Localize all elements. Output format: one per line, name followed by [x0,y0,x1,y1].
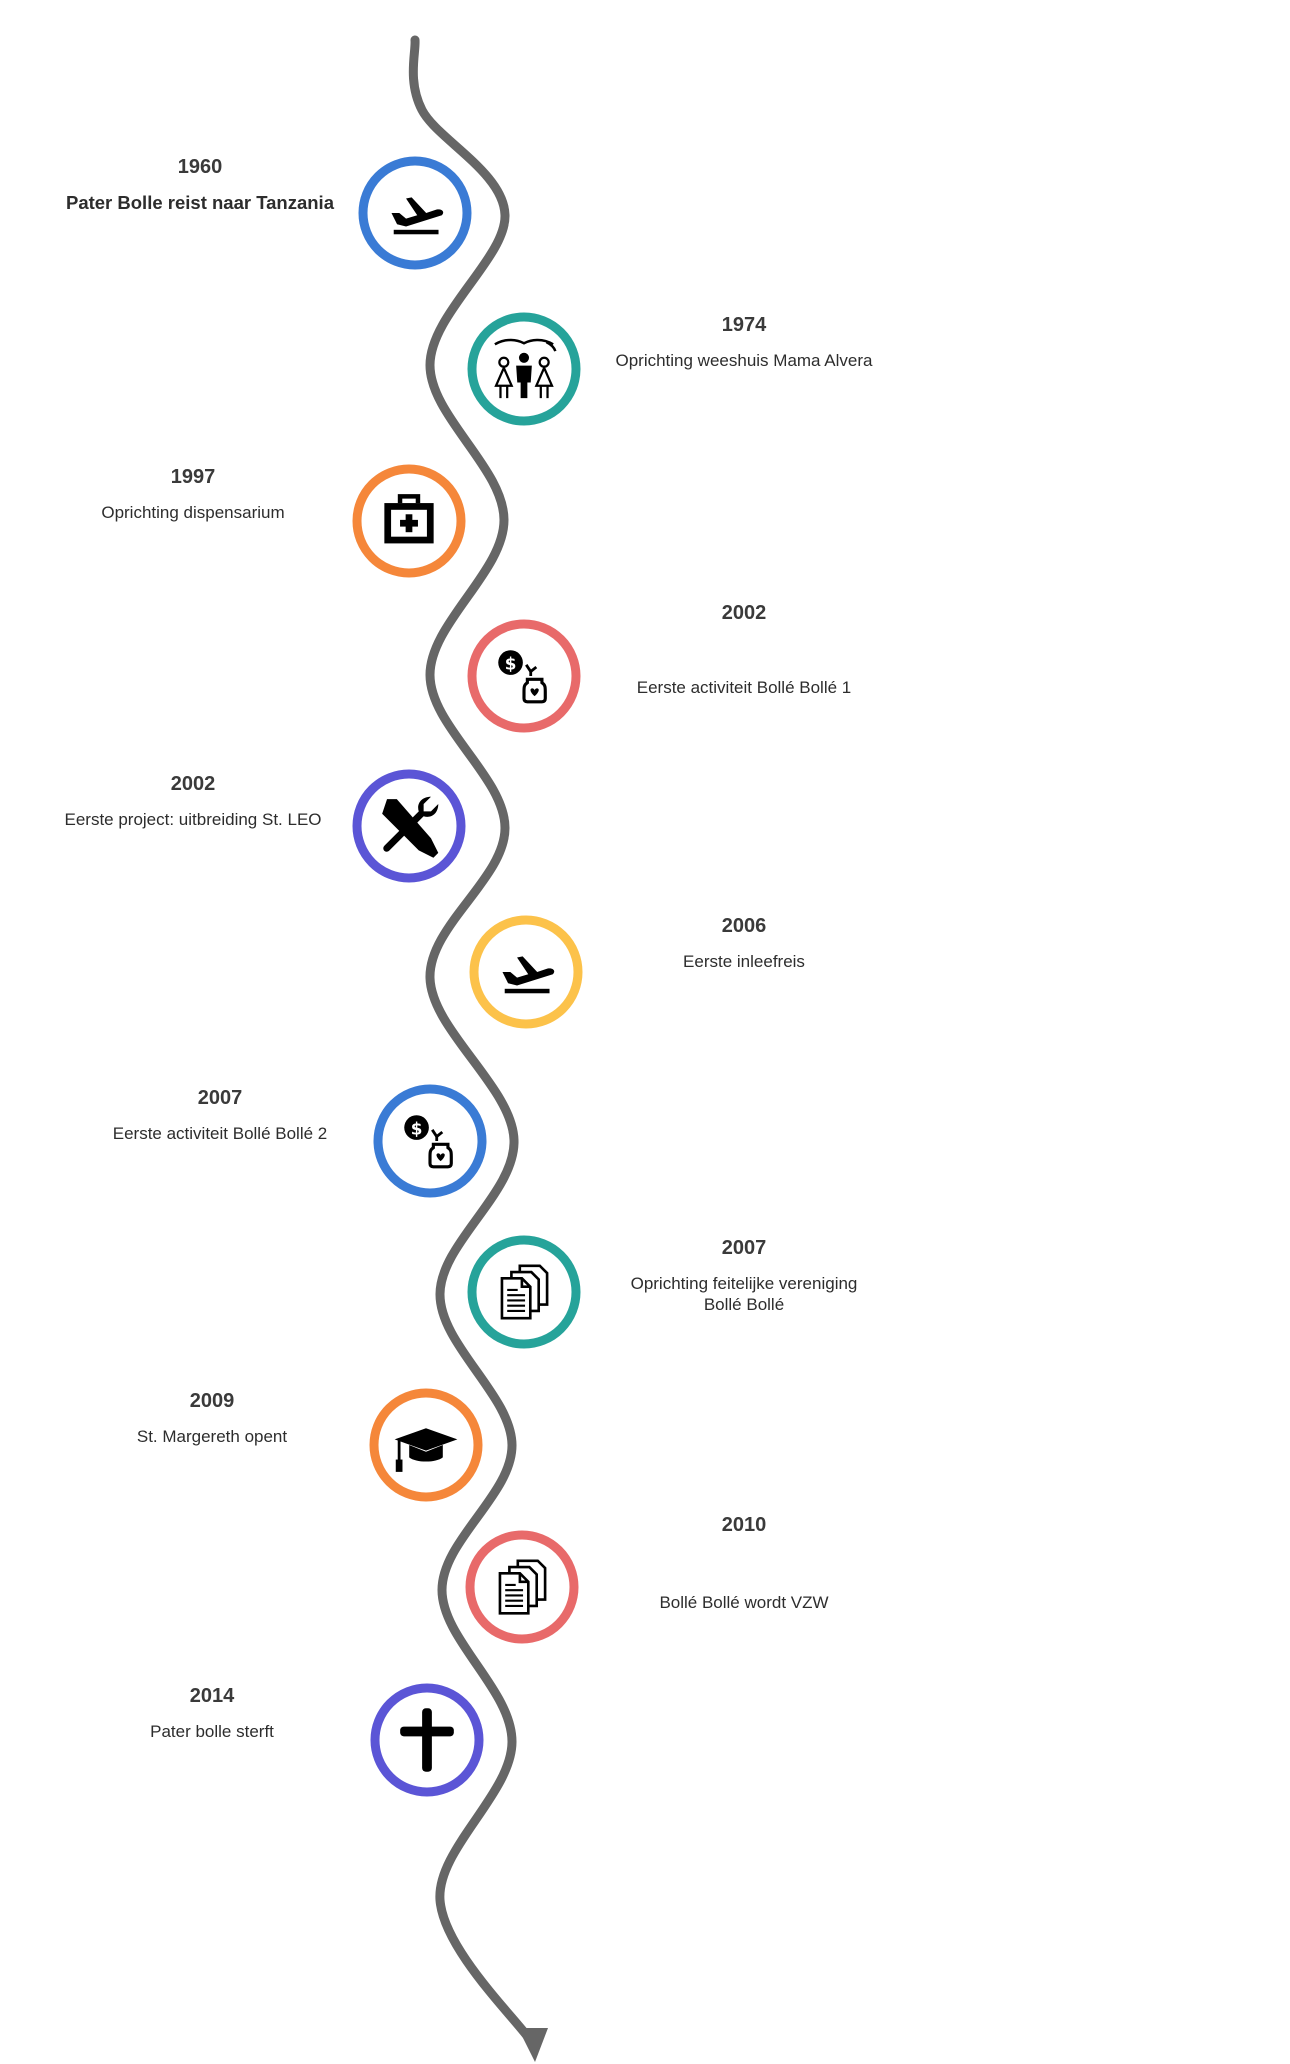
timeline-line [408,35,539,2050]
airplane-icon [391,197,444,235]
event-label: Oprichting dispensarium [101,503,285,522]
event-label: Pater bolle sterft [150,1722,274,1741]
event-label: Oprichting weeshuis Mama Alvera [615,351,873,370]
event-year: 2007 [721,1237,767,1259]
timeline-node [352,464,466,578]
svg-text:$: $ [411,1118,423,1138]
timeline-node [370,1683,484,1797]
event-label: Eerste inleefreis [683,952,805,971]
airplane-icon [502,956,555,994]
documents-icon [500,1264,549,1320]
event-year: 2014 [189,1685,235,1707]
node-ring [358,156,472,270]
timeline-node [469,915,583,1029]
node-ring [373,1084,487,1198]
timeline-node [465,1530,579,1644]
event-label: Eerste activiteit Bollé Bollé 2 [112,1124,328,1143]
event-year: 2007 [197,1087,243,1109]
event-year: 2006 [721,915,767,937]
timeline-node [369,1388,483,1502]
node-ring [469,915,583,1029]
donation-jar-icon: $ [498,650,547,704]
event-year: 2002 [170,773,216,795]
event-year: 1974 [721,314,767,336]
event-year: 1960 [177,156,223,178]
event-year: 2010 [721,1514,767,1536]
timeline-node [467,1235,581,1349]
event-label: Bollé Bollé wordt VZW [659,1593,829,1612]
documents-icon [498,1559,547,1615]
node-ring [467,619,581,733]
donation-jar-icon: $ [404,1115,453,1169]
event-year: 2009 [189,1390,235,1412]
event-label: Eerste project: uitbreiding St. LEO [64,810,322,829]
event-label: St. Margereth opent [136,1427,288,1446]
tools-icon [382,796,439,858]
svg-text:$: $ [505,653,517,673]
timeline-arrowhead [518,2028,548,2062]
event-label: Pater Bolle reist naar Tanzania [65,192,334,213]
event-label: Eerste activiteit Bollé Bollé 1 [636,678,852,697]
event-year: 2002 [721,602,767,624]
first-aid-kit-icon [384,494,434,544]
graduation-cap-icon [394,1428,458,1472]
cross-icon [400,1708,454,1772]
timeline-node: $ [467,619,581,733]
timeline-node [467,312,581,426]
timeline-node [352,769,466,883]
timeline-node [358,156,472,270]
children-care-icon [494,338,557,399]
event-label: Oprichting feitelijke vereniging Bollé B… [630,1274,858,1314]
event-year: 1997 [170,466,216,488]
timeline-node: $ [373,1084,487,1198]
